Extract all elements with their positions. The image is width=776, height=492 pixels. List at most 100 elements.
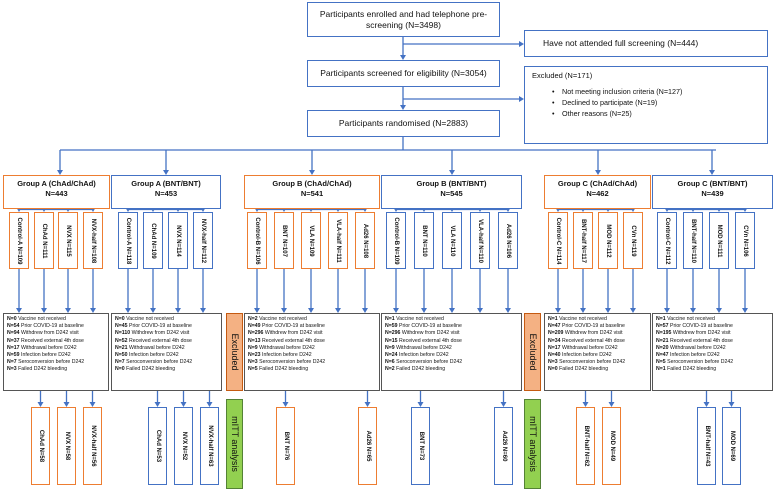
mitt-label: NVX N=58: [63, 431, 70, 461]
exclusion-reason: Received external 4th dose: [399, 337, 462, 344]
arm-label: NVX N=115: [65, 224, 71, 257]
exclusion-reason: Vaccine not received: [559, 316, 607, 322]
exclusion-line: N=37 Received external 4th dose: [7, 338, 105, 345]
exclusion-line: N=5 Seroconversion before D242: [656, 359, 769, 366]
arm-label: BNT-half N=117: [580, 218, 586, 263]
exclusion-count: N=59: [7, 351, 20, 358]
exclusion-line: N=209 Withdrew from D242 visit: [548, 330, 647, 337]
arm-label: MOD N=112: [605, 223, 611, 258]
excluded-eligibility-box: Excluded (N=171) Not meeting inclusion c…: [524, 66, 768, 144]
exclusion-reason: Withdrew from D242 visit: [672, 330, 731, 337]
exclusion-line: N=20 Withdrawal before D242: [656, 345, 769, 352]
group-count: N=453: [154, 189, 178, 199]
arm-box: ChAd N=111: [34, 212, 54, 269]
exclusion-count: N=5: [656, 359, 666, 366]
exclusion-count: N=3: [248, 359, 258, 366]
mitt-label: BNT-half N=43: [703, 425, 710, 467]
exclusion-count: N=17: [548, 344, 561, 351]
exclusion-count: N=45: [115, 323, 128, 330]
exclusion-reason: Vaccine not received: [667, 316, 715, 322]
exclusion-line: N=195 Withdrew from D242 visit: [656, 330, 769, 337]
arm-box: Ad26 N=108: [355, 212, 375, 269]
mitt-box: NVX-half N=56: [83, 407, 102, 485]
exclusion-count: N=37: [7, 337, 20, 344]
arm-label: NVX-half N=108: [90, 218, 96, 263]
mitt-box: NVX N=52: [174, 407, 193, 485]
exclusion-reason: Prior COVID-19 at baseline: [129, 323, 192, 330]
group-b-chad-box: Group B (ChAd/ChAd) N=541: [244, 175, 380, 209]
exclusion-count: N=21: [115, 344, 128, 351]
exclusion-reason: Prior COVID-19 at baseline: [399, 323, 462, 330]
exclusion-reason: Seroconversion before D242: [559, 359, 626, 366]
arm-label: VLA-half N=111: [335, 218, 341, 263]
exclusion-count: N=1: [548, 316, 558, 322]
mitt-box: NVX N=58: [57, 407, 76, 485]
exclusion-count: N=195: [656, 330, 672, 337]
arm-label: Control-B N=109: [393, 216, 399, 265]
arm-label: MOD N=111: [716, 224, 722, 257]
exclusion-count: N=296: [248, 330, 264, 337]
exclusion-line: N=0 Failed D242 bleeding: [115, 366, 218, 373]
exclusion-count: N=47: [656, 351, 669, 358]
arm-label: Ad26 N=108: [362, 223, 368, 258]
exclusion-reason: Withdrawal before D242: [129, 344, 185, 351]
exclusion-reason: Failed D242 bleeding: [396, 366, 446, 373]
exclusion-line: N=1 Vaccine not received: [548, 316, 647, 323]
exclusion-count: N=1: [656, 316, 666, 322]
arm-label: CVn N=106: [742, 224, 748, 257]
arm-label: NVX N=114: [175, 224, 181, 257]
exclusion-line: N=13 Received external 4th dose: [248, 338, 376, 345]
arm-label: Control-C N=114: [555, 217, 561, 264]
arm-label: ChAd N=109: [150, 222, 156, 259]
exclusion-count: N=49: [248, 323, 261, 330]
arm-label: VLA N=110: [449, 225, 455, 256]
exclusion-reason: Failed D242 bleeding: [126, 366, 176, 373]
arm-label: Ad26 N=106: [505, 223, 511, 258]
group-title: Group B (BNT/BNT): [416, 179, 487, 188]
mitt-label-text: mITT analysis: [527, 416, 538, 472]
arm-label: BNT N=107: [281, 224, 287, 257]
exclusion-count: N=5: [248, 366, 258, 373]
exclusion-line: N=2 Failed D242 bleeding: [385, 366, 518, 373]
exclusion-reason: Received external 4th dose: [670, 337, 733, 344]
exclusion-count: N=50: [115, 351, 128, 358]
exclusion-line: N=3 Seroconversion before D242: [248, 359, 376, 366]
mitt-label: BNT-half N=62: [582, 425, 589, 467]
mitt-box: MOD N=49: [602, 407, 621, 485]
exclusion-line: N=50 Infection before D242: [115, 352, 218, 359]
arm-box: NVX N=114: [168, 212, 188, 269]
exclusion-reason: Withdrew from D242 visit: [264, 330, 323, 337]
mitt-box: MOD N=69: [722, 407, 741, 485]
exclusion-line: N=2 Vaccine not received: [248, 316, 376, 323]
exclusion-reason: Infection before D242: [21, 351, 71, 358]
exclusion-line: N=47 Prior COVID-19 at baseline: [548, 323, 647, 330]
arm-box: VLA-half N=111: [328, 212, 348, 269]
group-c-chad-box: Group C (ChAd/ChAd) N=462: [544, 175, 651, 209]
exclusion-count: N=54: [7, 323, 20, 330]
exclusion-count: N=2: [385, 366, 395, 373]
exclusion-count: N=47: [548, 323, 561, 330]
group-title: Group B (ChAd/ChAd): [272, 179, 352, 188]
exclusion-count: N=209: [548, 330, 564, 337]
exclusion-line: N=9 Withdrawal before D242: [385, 345, 518, 352]
exclusion-line: N=24 Infection before D242: [385, 352, 518, 359]
arm-box: VLA N=109: [301, 212, 321, 269]
mitt-box: NVX-half N=63: [200, 407, 219, 485]
exclusion-count: N=34: [548, 337, 561, 344]
mitt-label: BNT N=73: [417, 431, 424, 461]
exclusion-reason: Withdrawal before D242: [562, 344, 618, 351]
exclusion-line: N=40 Infection before D242: [548, 352, 647, 359]
exclusion-count: N=57: [656, 323, 669, 330]
exclusion-reason: Prior COVID-19 at baseline: [670, 323, 733, 330]
exclusion-line: N=110 Withdrew from D242 visit: [115, 330, 218, 337]
exclusion-count: N=17: [7, 344, 20, 351]
group-count: N=541: [300, 189, 324, 199]
excluded-reasons-list: Not meeting inclusion criteria (N=127) D…: [552, 87, 682, 119]
arm-label: VLA N=109: [308, 224, 314, 257]
exclusion-reason: Seroconversion before D242: [126, 359, 193, 366]
mitt-label: MOD N=49: [608, 430, 615, 462]
arm-box: NVX N=115: [58, 212, 78, 269]
exclusion-count: N=296: [385, 330, 401, 337]
randomised-box: Participants randomised (N=2883): [307, 110, 500, 137]
